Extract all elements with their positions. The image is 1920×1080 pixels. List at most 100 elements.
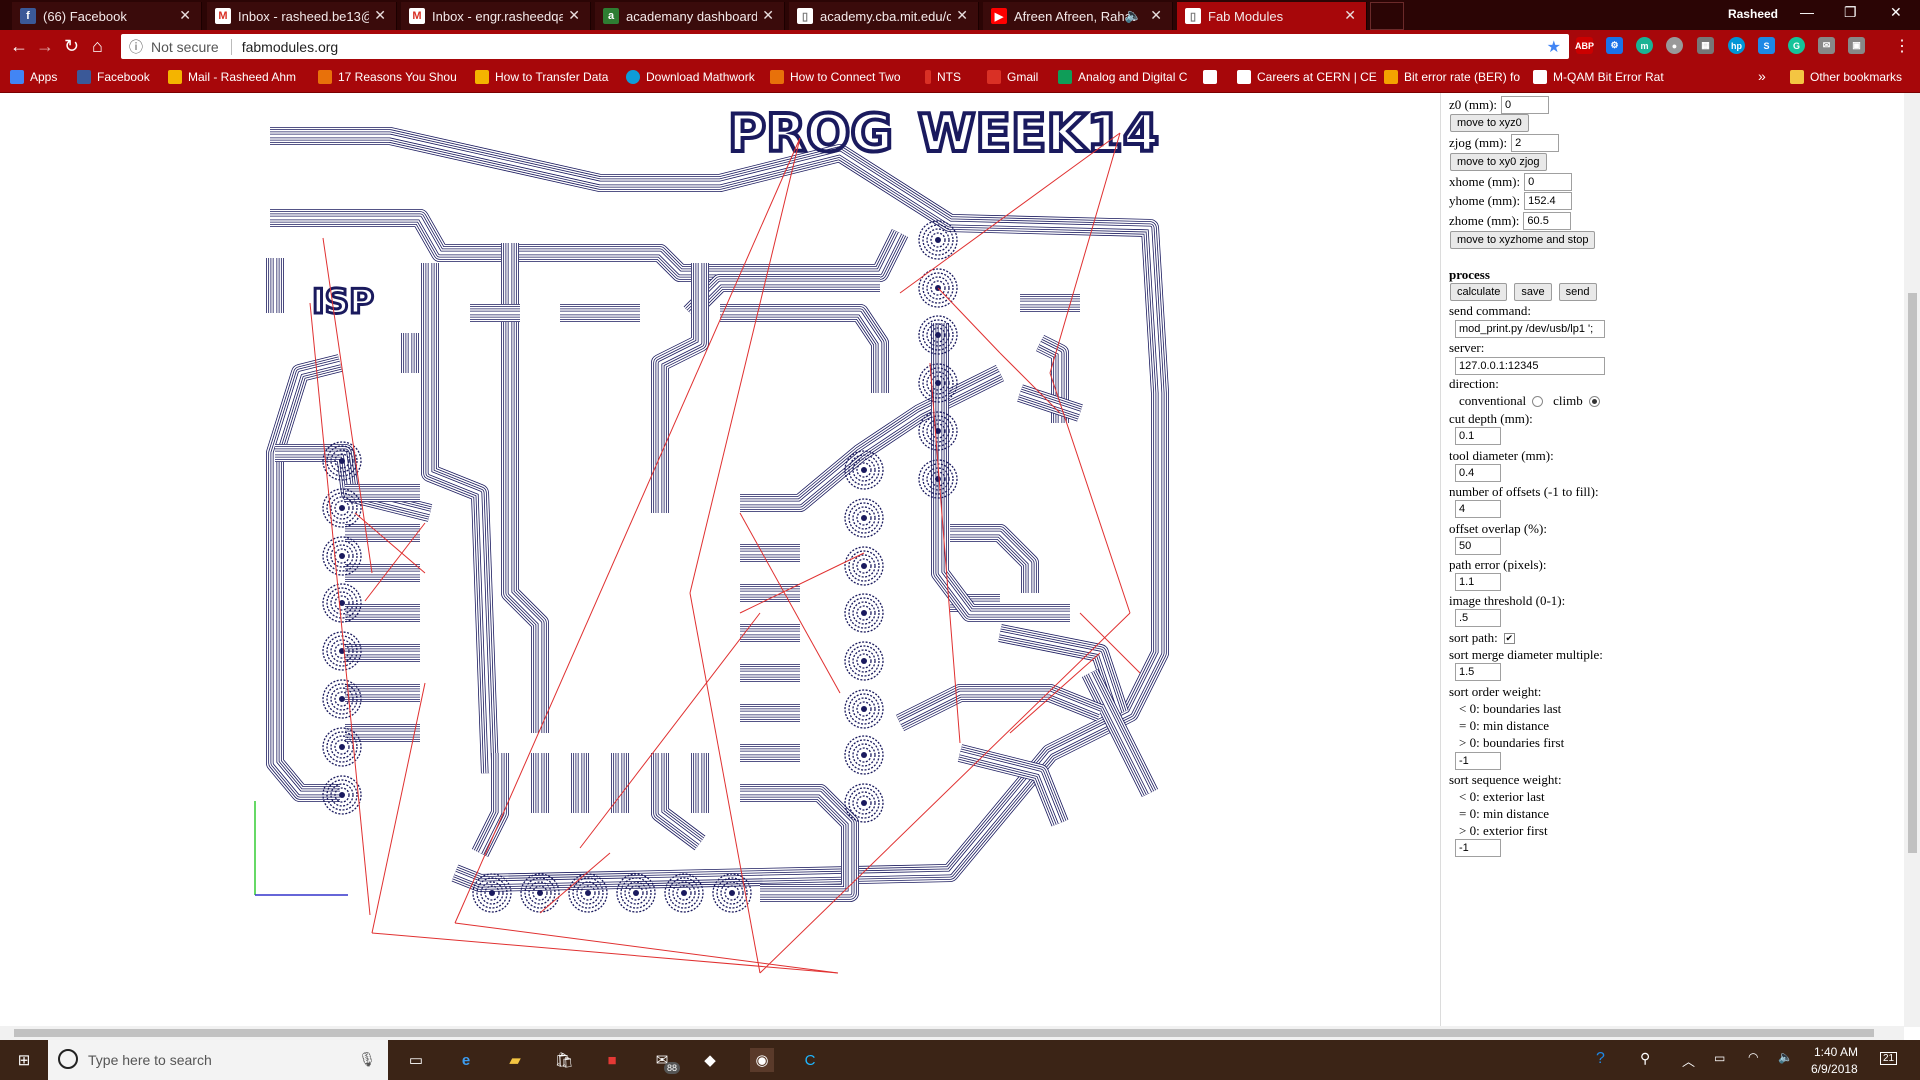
help-icon[interactable]: ? (1596, 1050, 1605, 1067)
bookmark-ber[interactable]: Bit error rate (BER) fo (1384, 70, 1520, 84)
bookmark-facebook[interactable]: Facebook (77, 70, 150, 84)
other-bookmarks[interactable]: Other bookmarks (1790, 70, 1902, 84)
toolpath-canvas[interactable]: PROG WEEK14 ISP (0, 93, 1440, 1027)
extension-icon[interactable]: ⚙ (1606, 37, 1623, 54)
minimize-icon[interactable]: — (1800, 4, 1814, 20)
clock-date[interactable]: 6/9/2018 (1811, 1062, 1858, 1076)
bookmark-star-icon[interactable]: ★ (1546, 38, 1561, 56)
adblock-icon[interactable]: ABP (1575, 37, 1594, 54)
move-home-button[interactable]: move to xyzhome and stop (1450, 231, 1596, 249)
bookmark-mail[interactable]: Mail - Rasheed Ahm (168, 70, 296, 84)
more-bookmarks-icon[interactable]: » (1758, 68, 1766, 84)
speaker-icon[interactable]: 🔈 (1124, 7, 1142, 23)
bookmark-gmail[interactable]: Gmail (987, 70, 1038, 84)
windows-start-icon[interactable]: ⊞ (17, 1052, 31, 1069)
close-icon[interactable]: ✕ (568, 7, 580, 23)
tab-facebook[interactable]: f (66) Facebook ✕ (12, 2, 202, 30)
close-icon[interactable]: ✕ (179, 7, 191, 23)
window-close-icon[interactable]: ✕ (1890, 4, 1902, 20)
store-icon[interactable]: 🛍 (554, 1052, 574, 1069)
c-app-icon[interactable]: C (804, 1051, 816, 1069)
inkscape-icon[interactable]: ◆ (704, 1052, 716, 1069)
wifi-icon[interactable]: ◠ (1748, 1050, 1759, 1064)
bookmark-connect[interactable]: How to Connect Two (770, 70, 901, 84)
grammarly-icon[interactable]: G (1788, 37, 1805, 54)
profile-name[interactable]: Rasheed (1727, 7, 1778, 21)
threshold-input[interactable] (1455, 609, 1501, 627)
tab-fab-modules[interactable]: ▯ Fab Modules ✕ (1177, 2, 1367, 30)
tab-academy-cba[interactable]: ▯ academy.cba.mit.edu/cla ✕ (789, 2, 979, 30)
bookmark-apps[interactable]: Apps (10, 70, 57, 84)
menu-icon[interactable]: ⋮ (1894, 38, 1910, 55)
maximize-icon[interactable]: ❐ (1844, 4, 1857, 20)
file-explorer-icon[interactable]: ▰ (509, 1052, 521, 1069)
reload-icon[interactable]: ↻ (64, 36, 80, 56)
bookmark-transfer[interactable]: How to Transfer Data (475, 70, 608, 84)
path-error-input[interactable] (1455, 573, 1501, 591)
calculate-button[interactable]: calculate (1450, 283, 1508, 301)
tab-youtube[interactable]: ▶ Afreen Afreen, Rahat 🔈 ✕ (983, 2, 1173, 30)
horizontal-scrollbar[interactable] (0, 1026, 1904, 1040)
tab-inbox-2[interactable]: M Inbox - engr.rasheedqazi ✕ (401, 2, 591, 30)
close-icon[interactable]: ✕ (956, 7, 968, 23)
clock-time[interactable]: 1:40 AM (1814, 1045, 1859, 1059)
send-button[interactable]: send (1558, 283, 1597, 301)
save-button[interactable]: save (1514, 283, 1552, 301)
z0-input[interactable] (1501, 96, 1550, 114)
bookmark-cern[interactable]: Careers at CERN | CE (1237, 70, 1377, 84)
bookmark-nts[interactable]: NTS (925, 70, 961, 84)
seq-weight-input[interactable] (1455, 839, 1501, 857)
offsets-input[interactable] (1455, 500, 1501, 518)
back-icon[interactable]: ← (10, 36, 28, 56)
overlap-input[interactable] (1455, 537, 1501, 555)
conventional-radio[interactable] (1532, 395, 1544, 407)
chrome-icon[interactable]: ◉ (750, 1048, 774, 1072)
new-tab-button[interactable] (1370, 2, 1404, 30)
extension-icon[interactable]: ▦ (1697, 37, 1714, 54)
bookmark-mqam[interactable]: M-QAM Bit Error Rat (1533, 70, 1664, 84)
vertical-scroll-thumb[interactable] (1908, 293, 1917, 853)
zhome-input[interactable] (1523, 212, 1572, 230)
close-icon[interactable]: ✕ (762, 7, 774, 23)
horizontal-scroll-thumb[interactable] (14, 1029, 1874, 1037)
merge-input[interactable] (1455, 663, 1501, 681)
people-icon[interactable]: ⚲ (1640, 1050, 1651, 1066)
taskbar-search[interactable]: Type here to search 🎙 (48, 1040, 388, 1080)
climb-radio[interactable] (1588, 395, 1600, 407)
zjog-input[interactable] (1511, 134, 1560, 152)
extension-icon[interactable]: ● (1666, 37, 1683, 54)
hp-icon[interactable]: hp (1728, 37, 1745, 54)
info-icon[interactable]: ⓘ (129, 38, 143, 55)
tab-inbox-1[interactable]: M Inbox - rasheed.be13@ib ✕ (207, 2, 397, 30)
tool-diameter-input[interactable] (1455, 464, 1501, 482)
home-icon[interactable]: ⌂ (92, 36, 103, 56)
forward-icon[interactable]: → (36, 36, 54, 56)
notification-icon[interactable]: 21 (1880, 1052, 1898, 1065)
move-xyz0-button[interactable]: move to xyz0 (1450, 114, 1529, 132)
bookmark-blank[interactable] (1203, 70, 1223, 84)
microphone-icon[interactable]: 🎙 (358, 1051, 376, 1067)
tab-academany[interactable]: a academany dashboard ✕ (595, 2, 785, 30)
order-weight-input[interactable] (1455, 752, 1501, 770)
move-xy0-zjog-button[interactable]: move to xy0 zjog (1450, 153, 1547, 171)
pdf-icon[interactable]: ■ (607, 1051, 617, 1069)
skype-icon[interactable]: S (1758, 37, 1775, 54)
close-icon[interactable]: ✕ (1150, 7, 1162, 23)
sort-path-checkbox[interactable]: ✔ (1503, 632, 1515, 644)
volume-icon[interactable]: 🔈 (1778, 1050, 1793, 1064)
extension-icon[interactable]: ▣ (1848, 37, 1865, 54)
extension-icon[interactable]: m (1636, 37, 1653, 54)
bookmark-analog[interactable]: Analog and Digital C (1058, 70, 1187, 84)
close-icon[interactable]: ✕ (1344, 7, 1356, 23)
server-input[interactable] (1455, 357, 1605, 375)
bookmark-mathworks[interactable]: Download Mathwork (626, 70, 755, 84)
yhome-input[interactable] (1524, 192, 1573, 210)
task-view-icon[interactable]: ▭ (408, 1052, 424, 1069)
edge-icon[interactable]: e (461, 1051, 471, 1069)
bookmark-17-reasons[interactable]: 17 Reasons You Shou (318, 70, 457, 84)
cut-depth-input[interactable] (1455, 427, 1501, 445)
send-command-input[interactable] (1455, 320, 1605, 338)
address-bar[interactable]: ⓘ Not secure fabmodules.org ★ (121, 34, 1569, 59)
battery-icon[interactable]: ▭ (1714, 1051, 1726, 1065)
tray-expand-icon[interactable]: ︿ (1682, 1054, 1696, 1069)
